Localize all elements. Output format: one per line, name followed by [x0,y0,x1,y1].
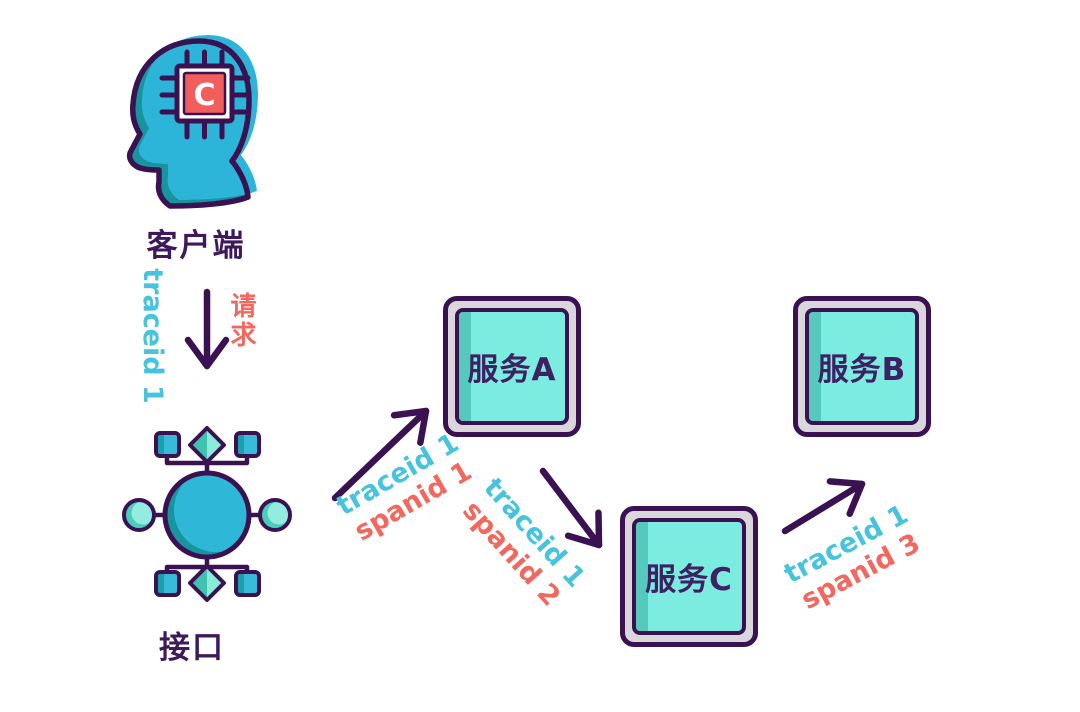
service-b-box: 服务B [793,296,931,437]
service-a-label: 服务A [467,352,557,388]
hub-diamond-icon [188,564,226,602]
hub-circle-icon [162,470,252,560]
service-box-strip [636,522,648,631]
arrow-service-c-to-service-b [781,478,866,535]
hub-side-dot-icon [122,498,292,532]
interface-hub-icon [122,426,292,602]
chip-letter: C [193,78,215,113]
service-a-box: 服务A [443,296,581,437]
service-c-label: 服务C [645,562,733,598]
arrow-interface-to-service-a [331,407,430,502]
interface-label: 接口 [159,630,225,666]
arrow-service-a-to-service-c [539,467,603,549]
service-a-chip: 服务A [455,308,569,425]
cpu-chip-icon: C [174,63,235,124]
hub-diamond-icon [188,426,226,464]
request-label: 请求 [226,292,256,350]
chip-pins-icon [159,49,251,140]
service-c-chip: 服务C [632,518,746,635]
service-box-strip [459,312,471,421]
hub-square-icon [154,431,261,458]
traceid-label-client-edge: traceid 1 [137,268,168,404]
service-b-label: 服务B [817,352,907,388]
hub-square-icon [154,570,261,597]
service-box-strip [809,312,821,421]
service-c-box: 服务C [620,506,758,647]
client-head-icon: C [130,35,258,206]
client-label: 客户端 [146,228,246,264]
service-b-chip: 服务B [805,308,919,425]
